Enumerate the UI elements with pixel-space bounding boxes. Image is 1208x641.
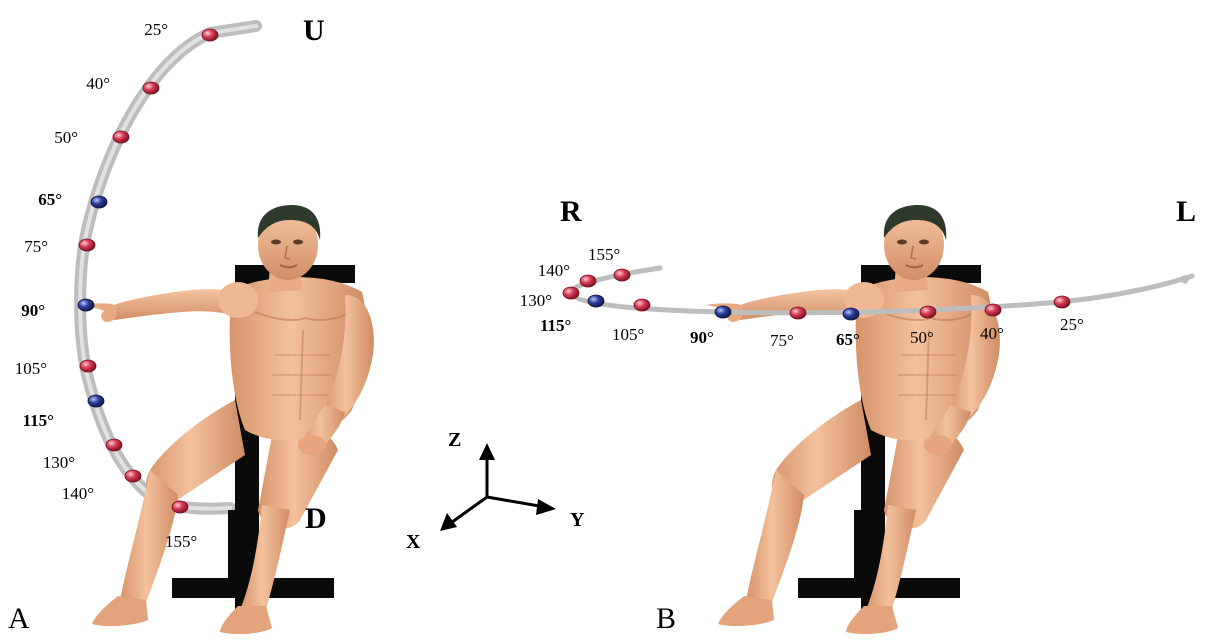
panel-b-angle-label: 40° [980,324,1004,343]
panel-b-marker-red [920,306,936,318]
panel-b-marker-red [563,287,579,299]
panel-b-angle-label: 65° [836,330,860,349]
panel-a-marker-blue [91,196,107,208]
panel-b-marker-blue [715,306,731,318]
panel-b-marker-red [580,275,596,287]
z-axis-label: Z [448,429,461,451]
panel-a-label: A [8,602,30,635]
panel-a-marker-red [125,470,141,482]
panel-b-angle-label: 75° [770,331,794,350]
panel-b-marker-red [1054,296,1070,308]
panel-a-angle-label: 105° [15,359,47,378]
panel-b-marker-blue [588,295,604,307]
panel-b-left-label: L [1176,195,1196,228]
x-axis-arrow [448,497,487,525]
coordinate-axes: Z Y X [406,429,585,553]
panel-a-marker-blue [78,299,94,311]
panel-b-marker-red [985,304,1001,316]
panel-a-marker-red [79,239,95,251]
panel-b-marker-blue [843,308,859,320]
panel-a: 25° 40° 50° 65° 75° 90° 105° 115° 130° 140° 155° U… [8,14,374,635]
panel-a-angle-label: 115° [23,411,54,430]
panel-b-marker-red [614,269,630,281]
panel-b-marker-red [790,307,806,319]
panel-b-angle-label: 105° [612,325,644,344]
panel-b-angle-label: 140° [538,261,570,280]
x-axis-label: X [406,531,421,553]
panel-b-angle-label: 115° [540,316,571,335]
panel-a-angle-label: 50° [54,128,78,147]
panel-a-marker-red [172,501,188,513]
panel-a-marker-red [80,360,96,372]
panel-a-lower-label: D [305,502,327,535]
panel-a-angle-label: 75° [24,237,48,256]
panel-a-marker-red [202,29,218,41]
panel-a-angle-label: 40° [86,74,110,93]
panel-b-label: B [656,602,676,635]
panel-b-angle-label: 90° [690,328,714,347]
panel-a-marker-red [106,439,122,451]
panel-a-seated-person [80,205,374,634]
panel-a-angle-label: 155° [165,532,197,551]
panel-b-angle-label: 50° [910,328,934,347]
panel-a-angle-label: 130° [43,453,75,472]
panel-a-angle-label: 90° [21,301,45,320]
panel-b-right-label: R [560,195,582,228]
panel-b-seated-person [706,205,1000,634]
panel-b-angle-label: 130° [520,291,552,310]
panel-a-marker-red [113,131,129,143]
panel-b-angle-label: 155° [588,245,620,264]
panel-a-angle-label: 65° [38,190,62,209]
panel-b-angle-label: 25° [1060,315,1084,334]
panel-b-marker-red [634,299,650,311]
y-axis-label: Y [570,509,585,531]
panel-a-angle-label: 140° [62,484,94,503]
panel-a-marker-red [143,82,159,94]
panel-a-angle-label: 25° [144,20,168,39]
panel-b: 155° 140° 130° 115° 105° 90° 75° 65° 50° 40° 25° R… [520,195,1196,635]
panel-a-upper-label: U [303,14,325,47]
panel-a-marker-blue [88,395,104,407]
y-axis-arrow [487,497,545,507]
